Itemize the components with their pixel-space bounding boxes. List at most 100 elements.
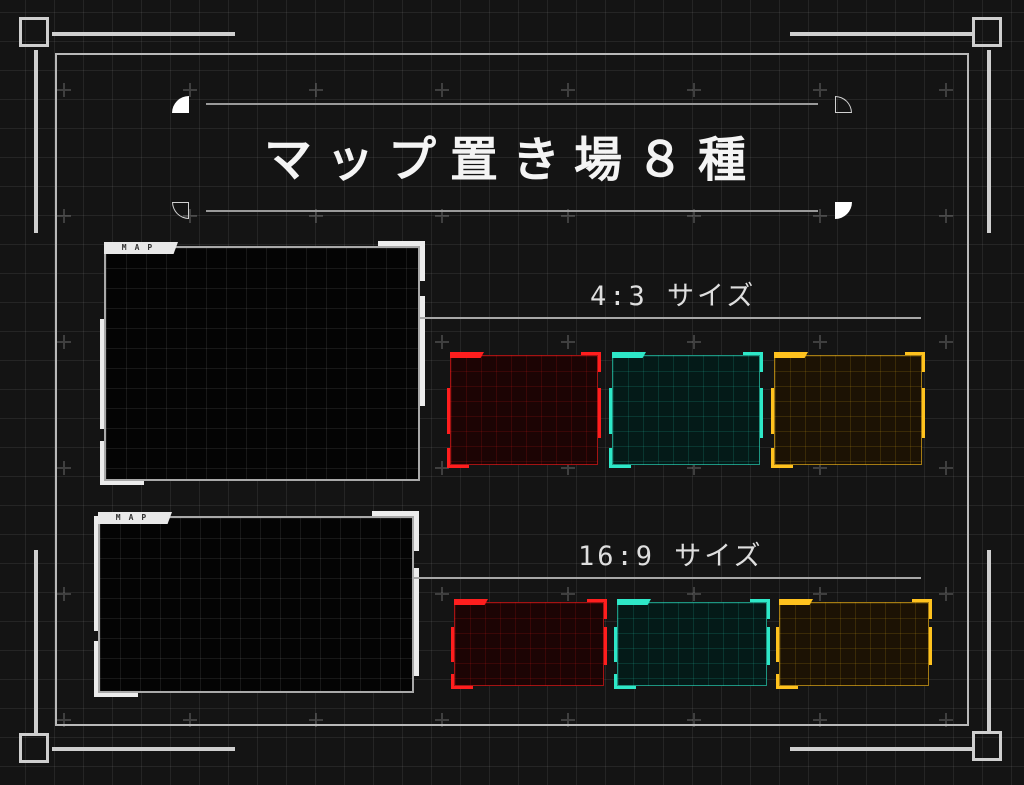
grid-plus-icon (309, 83, 323, 97)
frame-accent (614, 686, 636, 689)
frame-accent (598, 388, 601, 438)
frame-accent (451, 673, 454, 689)
title-rule-top (206, 103, 818, 105)
grid-plus-icon (561, 713, 575, 727)
grid-plus-icon (813, 461, 827, 475)
frame-accent (614, 627, 617, 663)
map-screen (774, 355, 922, 465)
corner-bar-top-right-h (790, 32, 974, 36)
frame-accent (94, 693, 138, 697)
map-frame-teal-169 (614, 599, 770, 689)
map-screen (779, 602, 929, 686)
grid-plus-icon (183, 83, 197, 97)
grid-plus-icon (435, 587, 449, 601)
frame-accent (587, 599, 607, 602)
map-screen (612, 355, 760, 465)
map-screen (617, 602, 767, 686)
frame-accent (760, 352, 763, 372)
frame-accent (771, 465, 793, 468)
frame-accent (776, 627, 779, 663)
quarter-ornament-icon (172, 96, 189, 113)
grid-plus-icon (813, 587, 827, 601)
corner-bar-bottom-left-h (52, 747, 235, 751)
map-screen (454, 602, 604, 686)
frame-accent (604, 599, 607, 619)
page-title: マップ置き場８種 (263, 132, 760, 188)
frame-accent (771, 448, 774, 468)
frame-accent (767, 599, 770, 619)
frame-accent (94, 516, 98, 631)
frame-accent (414, 568, 419, 676)
grid-plus-icon (561, 335, 575, 349)
grid-plus-icon (687, 83, 701, 97)
frame-accent (912, 599, 932, 602)
corner-bar-top-right-v (987, 50, 991, 233)
frame-accent (743, 352, 763, 355)
map-screen (450, 355, 598, 465)
section-label-16-9: 16:9 サイズ (578, 541, 764, 572)
frame-accent (447, 465, 469, 468)
map-screen (98, 516, 414, 693)
map-label-tab: MAP (98, 512, 172, 524)
map-screen (104, 246, 420, 481)
grid-plus-icon (561, 209, 575, 223)
grid-plus-icon (939, 461, 953, 475)
frame-accent (447, 448, 450, 468)
frame-accent (100, 481, 144, 485)
corner-box-top-left (19, 17, 49, 47)
frame-accent (598, 352, 601, 372)
corner-bar-top-left-v (34, 50, 38, 233)
grid-plus-icon (183, 713, 197, 727)
frame-accent (609, 448, 612, 468)
map-frame-red-43 (447, 352, 601, 468)
frame-accent (378, 241, 425, 246)
frame-accent (451, 627, 454, 663)
section-rule-16-9 (414, 577, 921, 579)
grid-plus-icon (687, 461, 701, 475)
grid-plus-icon (57, 335, 71, 349)
frame-accent (414, 511, 419, 551)
map-label-tab (779, 599, 813, 605)
grid-plus-icon (57, 209, 71, 223)
frame-accent (604, 627, 607, 665)
corner-box-bottom-left (19, 733, 49, 763)
map-frame-gold-169 (776, 599, 932, 689)
map-label-tab (612, 352, 646, 358)
grid-plus-icon (939, 209, 953, 223)
frame-accent (614, 673, 617, 689)
grid-plus-icon (561, 587, 575, 601)
map-frame-teal-43 (609, 352, 763, 468)
inner-border-frame (55, 53, 969, 726)
corner-box-top-right (972, 17, 1002, 47)
corner-bar-top-left-h (52, 32, 235, 36)
map-frame-large-16-9: MAP (94, 511, 419, 697)
grid-plus-icon (57, 83, 71, 97)
frame-accent (776, 686, 798, 689)
frame-accent (750, 599, 770, 602)
title-rule-bottom (206, 210, 818, 212)
grid-plus-icon (813, 713, 827, 727)
frame-accent (922, 388, 925, 438)
grid-plus-icon (57, 587, 71, 601)
grid-plus-icon (939, 587, 953, 601)
frame-accent (760, 388, 763, 438)
frame-accent (922, 352, 925, 372)
grid-plus-icon (435, 83, 449, 97)
map-frame-large-4-3: MAP (100, 241, 425, 485)
frame-accent (372, 511, 419, 516)
grid-plus-icon (939, 335, 953, 349)
frame-accent (100, 319, 104, 429)
grid-plus-icon (57, 713, 71, 727)
frame-accent (420, 296, 425, 406)
grid-plus-icon (813, 209, 827, 223)
grid-plus-icon (435, 335, 449, 349)
section-label-4-3: 4:3 サイズ (590, 281, 757, 312)
frame-accent (581, 352, 601, 355)
map-label-tab (617, 599, 651, 605)
map-frame-gold-43 (771, 352, 925, 468)
frame-accent (771, 388, 774, 435)
frame-accent (609, 465, 631, 468)
map-frame-red-169 (451, 599, 607, 689)
grid-plus-icon (309, 209, 323, 223)
grid-plus-icon (939, 713, 953, 727)
